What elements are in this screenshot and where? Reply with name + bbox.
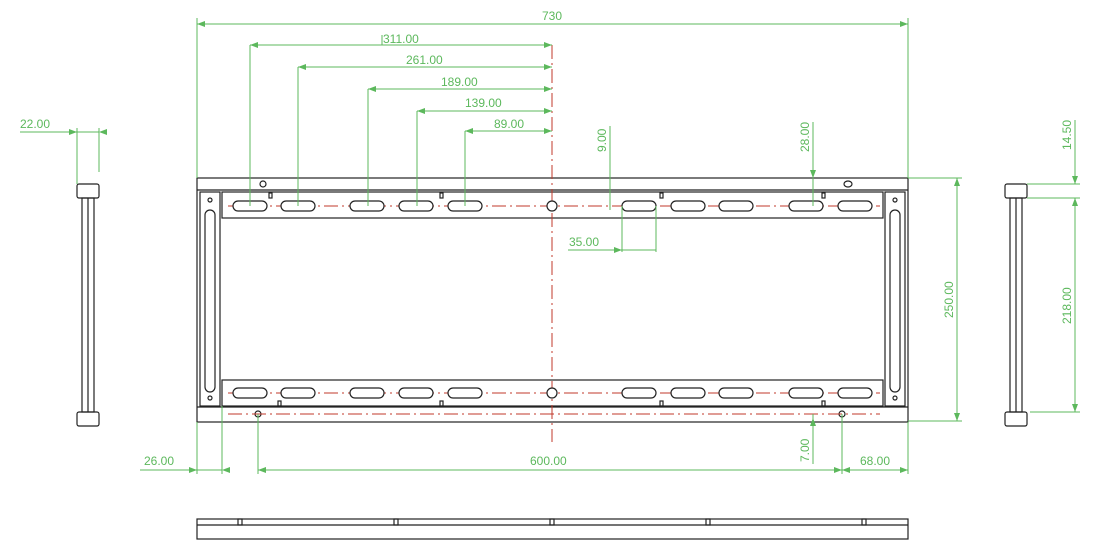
front-view bbox=[196, 45, 909, 442]
bottom-slots bbox=[232, 387, 873, 399]
left-side-view bbox=[76, 183, 100, 427]
dim-139: 139.00 bbox=[465, 96, 502, 110]
dim-89: 89.00 bbox=[494, 117, 524, 131]
right-post bbox=[884, 191, 906, 407]
dim-261: 261.00 bbox=[406, 53, 443, 67]
dim-35: 35.00 bbox=[569, 235, 599, 249]
dim-600: 600.00 bbox=[530, 454, 567, 468]
dim-218: 218.00 bbox=[1060, 287, 1074, 324]
dimension-labels: 730 311.00 261.00 189.00 139.00 89.00 9.… bbox=[20, 9, 1074, 468]
dim-68: 68.00 bbox=[860, 454, 890, 468]
right-side-view bbox=[1004, 183, 1028, 427]
flange-hole bbox=[259, 180, 267, 188]
dim-28: 28.00 bbox=[798, 122, 812, 152]
dim-9: 9.00 bbox=[595, 128, 609, 152]
dimension-lines bbox=[20, 18, 1080, 474]
dim-overall-width: 730 bbox=[542, 9, 562, 23]
dim-26: 26.00 bbox=[144, 454, 174, 468]
dim-250: 250.00 bbox=[942, 281, 956, 318]
dim-189: 189.00 bbox=[441, 75, 478, 89]
bottom-view bbox=[196, 518, 909, 540]
top-slots bbox=[232, 200, 873, 212]
dim-7: 7.00 bbox=[798, 438, 812, 462]
dim-side-depth: 22.00 bbox=[20, 117, 50, 131]
left-post bbox=[199, 191, 221, 407]
dim-311: 311.00 bbox=[383, 32, 419, 46]
dim-14-5: 14.50 bbox=[1060, 120, 1074, 150]
flange-hole bbox=[843, 180, 853, 188]
